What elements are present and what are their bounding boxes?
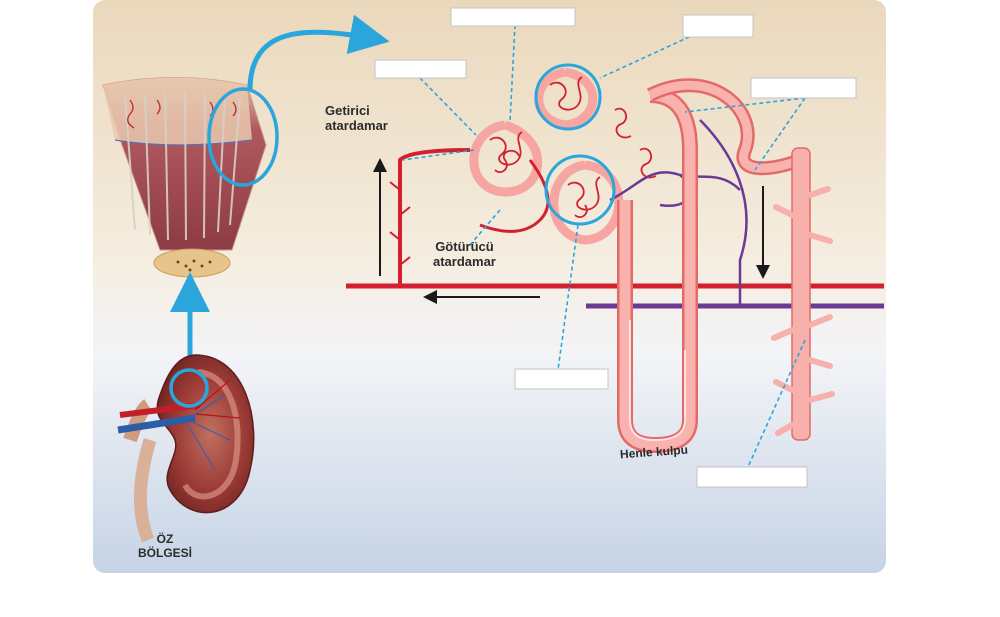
renal-pyramid-illustration — [102, 77, 267, 278]
efferent-label-line2: atardamar — [433, 253, 496, 269]
afferent-label-line2: atardamar — [325, 117, 388, 133]
afferent-arteriole-label: Getirici atardamar — [325, 103, 388, 134]
kidney-zoom-circle — [169, 368, 209, 408]
medulla-label-line2: BÖLGESİ — [138, 545, 193, 560]
nephron-illustration — [346, 63, 884, 454]
blank-label-box — [696, 466, 808, 488]
zoom-arrow-to-nephron — [247, 14, 390, 91]
pyramid-zoom-circle — [207, 87, 279, 187]
blank-label-box — [514, 368, 609, 390]
efferent-label-line1: Götürücü — [435, 239, 494, 254]
blank-label-box — [450, 7, 576, 27]
blank-label-box — [374, 59, 467, 79]
efferent-arteriole — [479, 159, 550, 233]
medulla-label: ÖZ BÖLGESİ — [138, 532, 193, 561]
afferent-label-line1: Getirici — [325, 103, 370, 118]
henle-loop — [617, 87, 698, 454]
blank-label-box — [682, 14, 754, 38]
efferent-arteriole-label: Götürücü atardamar — [433, 239, 496, 270]
kidney-illustration — [117, 354, 255, 543]
nephron-zoom-circles — [534, 63, 616, 226]
distal-tubule — [646, 78, 803, 176]
afferent-arteriole — [389, 148, 471, 286]
medulla-label-line1: ÖZ — [156, 532, 174, 546]
blank-label-box — [750, 77, 857, 99]
blank-label-boxes — [374, 7, 857, 488]
